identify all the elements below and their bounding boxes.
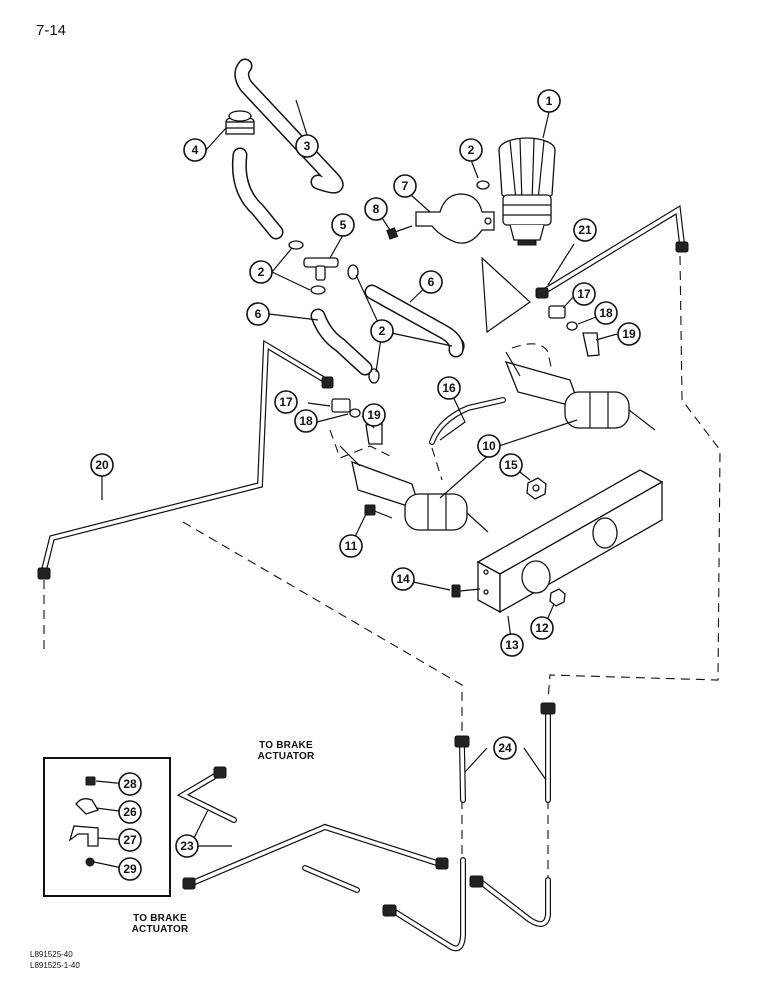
svg-text:27: 27 [123,833,137,847]
routing-dashes [43,255,721,880]
svg-text:17: 17 [577,287,591,301]
svg-text:1: 1 [546,94,553,108]
callout-17: 17 [572,282,596,306]
callout-17: 17 [274,390,298,414]
reservoir-clamp [415,193,495,244]
svg-text:20: 20 [95,458,109,472]
svg-text:18: 18 [299,414,313,428]
callout-11: 11 [339,534,363,558]
svg-text:7: 7 [402,179,409,193]
svg-text:29: 29 [123,862,137,876]
callout-19: 19 [617,322,641,346]
callout-4: 4 [183,138,207,162]
callout-15: 15 [499,453,523,477]
bolt-14 [451,584,481,598]
to-brake-actuator-label-lower: TO BRAKE ACTUATOR [131,913,189,935]
nut-12 [549,588,566,607]
callout-23: 23 [175,834,199,858]
svg-text:17: 17 [279,395,293,409]
callout-28: 28 [118,772,142,796]
brake-line-20 [37,339,334,580]
callout-16: 16 [437,376,461,400]
callout-10: 10 [477,434,501,458]
master-cylinder-lower [329,429,489,533]
master-cylinder-upper [504,343,656,431]
callout-6: 6 [246,302,270,326]
callout-12: 12 [530,616,554,640]
svg-text:2: 2 [379,324,386,338]
callout-26: 26 [118,800,142,824]
callout-3: 3 [295,134,319,158]
clamp-bolt [386,225,413,240]
callout-21: 21 [573,218,597,242]
svg-text:11: 11 [345,539,358,553]
svg-text:14: 14 [396,572,410,586]
nut-15 [526,477,547,500]
callout-2: 2 [249,260,273,284]
svg-text:12: 12 [535,621,549,635]
supply-hoses [310,284,464,376]
svg-text:26: 26 [123,805,137,819]
svg-text:10: 10 [482,439,496,453]
brake-lines-24 [382,702,556,952]
mounting-plate [476,469,664,614]
svg-text:16: 16 [442,381,456,395]
callout-18: 18 [294,409,318,433]
callout-19: 19 [362,403,386,427]
fittings-upper [548,305,600,357]
svg-text:13: 13 [505,638,519,652]
page-number: 7-14 [36,22,67,39]
svg-text:24: 24 [498,741,512,755]
hose-tee [303,257,339,281]
svg-text:5: 5 [340,218,347,232]
callout-2: 2 [370,319,394,343]
callout-2: 2 [459,138,483,162]
svg-text:4: 4 [192,143,199,157]
callout-27: 27 [118,828,142,852]
callout-5: 5 [331,213,355,237]
svg-text:21: 21 [578,223,592,237]
bolt-11 [364,504,393,519]
callout-24: 24 [493,736,517,760]
svg-text:28: 28 [123,777,137,791]
reference-code-1: L891525-40 [30,950,73,959]
callout-1: 1 [537,89,561,113]
reservoir [498,137,556,246]
svg-text:2: 2 [258,265,265,279]
svg-text:8: 8 [373,202,380,216]
svg-text:19: 19 [622,327,636,341]
callout-8: 8 [364,197,388,221]
lower-reservoir-hose [231,147,284,240]
svg-text:23: 23 [180,839,194,853]
to-brake-actuator-label-upper: TO BRAKE ACTUATOR [257,740,315,762]
svg-text:6: 6 [255,307,262,321]
svg-text:18: 18 [599,306,613,320]
reservoir-hose [234,58,344,194]
callout-29: 29 [118,857,142,881]
callout-6: 6 [419,270,443,294]
svg-text:19: 19 [367,408,381,422]
callout-14: 14 [391,567,415,591]
callout-20: 20 [90,453,114,477]
detail-inset [43,757,171,897]
brake-lines-23 [176,766,449,893]
svg-text:15: 15 [504,458,518,472]
cross-brake-line [429,397,506,445]
svg-text:6: 6 [428,275,435,289]
svg-text:2: 2 [468,143,475,157]
brake-line-21 [481,205,689,334]
callout-13: 13 [500,633,524,657]
svg-text:3: 3 [304,139,311,153]
callout-7: 7 [393,174,417,198]
callout-18: 18 [594,301,618,325]
grommet [225,110,255,135]
reference-code-2: L891525-1-40 [30,961,80,970]
